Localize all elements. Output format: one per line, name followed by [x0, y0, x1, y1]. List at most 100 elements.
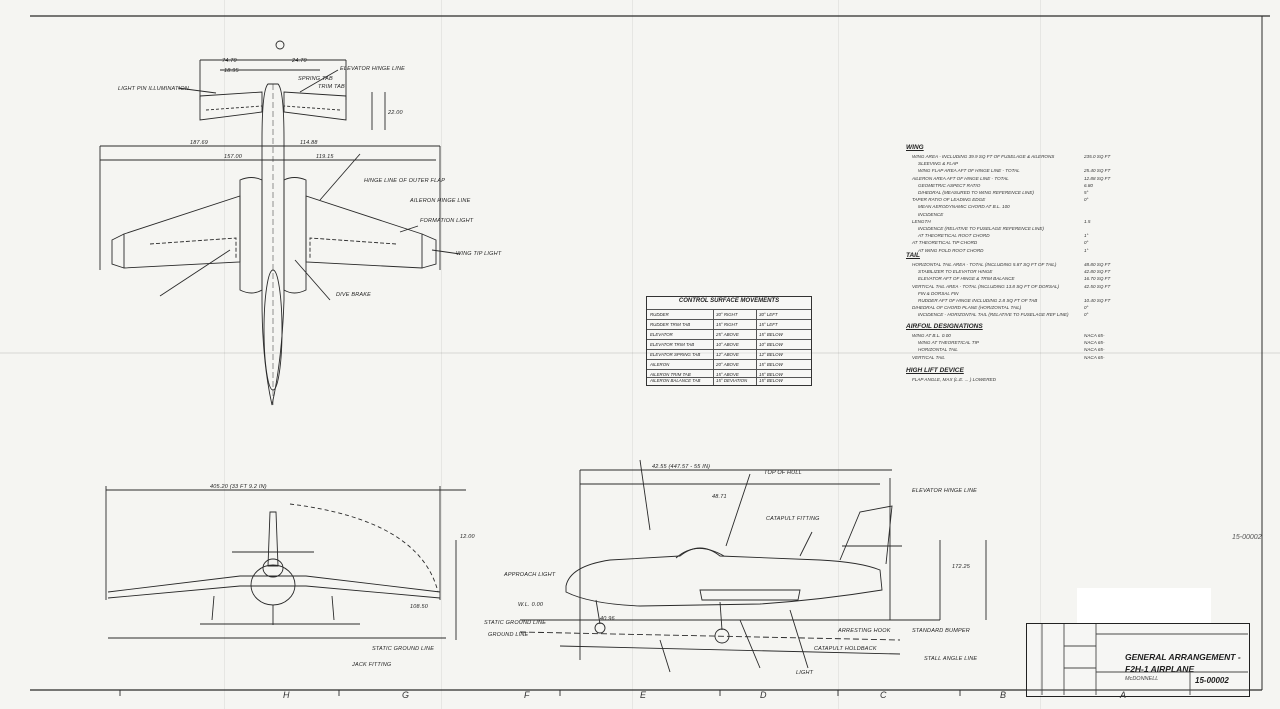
- spec-row-value: 0°: [1084, 240, 1089, 246]
- spec-row-label: AT WING FOLD ROOT CHORD: [918, 247, 984, 253]
- plan-dim: 187.69: [190, 140, 209, 146]
- spec-row-label: ELEVATOR AFT OF HINGE & TRIM BALANCE: [918, 276, 1015, 282]
- spec-row-label: HORIZONTAL TAIL AREA - TOTAL (INCLUDING …: [912, 262, 1057, 267]
- spec-row-label: AT THEORETICAL ROOT CHORD: [918, 233, 990, 239]
- jack-fitting-label: JACK FITTING: [352, 662, 392, 668]
- spec-row-value: 235.0 SQ FT: [1084, 154, 1111, 159]
- zone-letter: E: [640, 690, 647, 700]
- spec-row-label: TAPER RATIO OF LEADING EDGE: [912, 197, 986, 203]
- catapult-fitting-label: CATAPULT FITTING: [766, 516, 820, 522]
- dive-brake-label: DIVE BRAKE: [336, 292, 372, 298]
- plan-dim: 18.95: [224, 68, 239, 74]
- spec-row-value: NACA 65-: [1084, 354, 1105, 360]
- side-light-label: LIGHT: [796, 670, 814, 676]
- spec-row-value: 0°: [1084, 197, 1089, 203]
- side-dim: 40.96: [600, 616, 615, 622]
- plan-dim: 157.00: [224, 154, 243, 160]
- spec-row-label: INCIDENCE - HORIZONTAL TAIL (RELATIVE TO…: [918, 312, 1069, 318]
- spec-row-value: 0°: [1084, 305, 1089, 311]
- spec-row-value: 25.40 SQ FT: [1084, 168, 1111, 174]
- title-line-1: GENERAL ARRANGEMENT -: [1125, 652, 1241, 662]
- edge-drawing-number: 15-00002: [1232, 534, 1262, 541]
- outer-flap-label: HINGE LINE OF OUTER FLAP: [364, 178, 446, 184]
- fold-crease: [224, 0, 225, 709]
- plan-dim: 24.70: [292, 58, 307, 64]
- side-length-dim: 42.55 (447.57 - 55 IN): [652, 464, 711, 470]
- spec-row-label: WING AT B.L. 0.00: [912, 333, 951, 338]
- spec-row-label: DIHEDRAL OF CHORD PLANE (HORIZONTAL TAIL…: [912, 305, 1022, 311]
- approach-light-label: APPROACH LIGHT: [504, 572, 556, 578]
- formation-light-label: FORMATION LIGHT: [420, 218, 474, 224]
- zone-letter: C: [880, 690, 887, 700]
- aileron-hinge-label: AILERON HINGE LINE: [410, 198, 471, 204]
- spring-tab-label: SPRING TAB: [298, 76, 333, 82]
- spec-row-label: VERTICAL TAIL AREA - TOTAL (INCLUDING 13…: [912, 283, 1060, 289]
- side-dim: 48.71: [712, 494, 727, 500]
- spec-row-label: FLAP ANGLE, MAX (L.E. ... ) LOWERED: [912, 377, 996, 382]
- spec-row-value: NACA 65-: [1084, 347, 1105, 353]
- plan-dim: 74.70: [222, 58, 237, 64]
- drawing-number: 15-00002: [1195, 676, 1229, 685]
- top-hull-label: TOP OF HULL: [764, 470, 802, 476]
- blank-patch: [1077, 588, 1211, 624]
- spec-row-value: 5°: [1084, 190, 1089, 195]
- plan-dim: 22.00: [388, 110, 403, 116]
- trim-tab-label: TRIM TAB: [318, 84, 345, 90]
- spec-row-value: 42.80 SQ FT: [1084, 269, 1111, 275]
- spec-row-value: 6.80: [1084, 182, 1093, 188]
- wing-tip-light-label: WING TIP LIGHT: [456, 251, 502, 257]
- fold-crease: [838, 0, 839, 709]
- fold-crease: [441, 0, 442, 709]
- side-view: [519, 459, 987, 673]
- zone-ticks: [119, 690, 961, 696]
- zone-letter: A: [1120, 690, 1127, 700]
- spec-row-label: SLEEVING & FLAP: [918, 161, 959, 167]
- spec-row-label: MEAN AERODYNAMIC CHORD AT B.L. 100: [918, 204, 1010, 210]
- wl-zero-label: W.L. 0.00: [518, 602, 544, 608]
- spec-row-label: INCIDENCE (RELATIVE TO FUSELAGE REFERENC…: [918, 226, 1044, 231]
- spec-row-value: 0°: [1084, 312, 1089, 318]
- spec-row-value: 1°: [1084, 233, 1089, 239]
- spec-row-label: LENGTH: [912, 218, 931, 224]
- spec-row-value: NACA 65-: [1084, 333, 1105, 338]
- light-pin-label: LIGHT PIN ILLUMINATION: [118, 86, 189, 92]
- spec-row-label: AILERON AREA AFT OF HINGE LINE - TOTAL: [912, 175, 1009, 181]
- spec-section-header: TAIL: [906, 252, 920, 259]
- spec-section-header: AIRFOIL DESIGNATIONS: [906, 323, 983, 330]
- company-name: McDONNELL: [1125, 676, 1159, 682]
- fold-crease: [1040, 0, 1041, 709]
- side-elevator-hinge-label: ELEVATOR HINGE LINE: [912, 488, 978, 494]
- stall-line-label: STALL ANGLE LINE: [924, 656, 978, 662]
- spec-row-label: AT THEORETICAL TIP CHORD: [912, 240, 978, 246]
- front-static-ground-label: STATIC GROUND LINE: [372, 646, 435, 652]
- spec-row-label: DIHEDRAL (MEASURED TO WING REFERENCE LIN…: [918, 190, 1034, 195]
- spec-row-label: VERTICAL TAIL: [912, 354, 945, 360]
- plan-dim: 114.88: [300, 140, 318, 146]
- spec-row-label: INCIDENCE: [918, 211, 944, 217]
- plan-view: [99, 40, 461, 406]
- zone-letter: G: [402, 690, 410, 700]
- title-line-2: F2H-1 AIRPLANE: [1125, 664, 1195, 674]
- catapult-holdback-label: CATAPULT HOLDBACK: [814, 646, 877, 652]
- spec-section-header: HIGH LIFT DEVICE: [906, 367, 964, 374]
- spec-row-label: WING AT THEORETICAL TIP: [918, 340, 979, 346]
- control-table-title: CONTROL SURFACE MOVEMENTS: [678, 298, 780, 304]
- spec-row-value: 48.80 SQ FT: [1084, 262, 1111, 267]
- spec-row-label: HORIZONTAL TAIL: [918, 347, 958, 353]
- spec-row-value: 1°: [1084, 247, 1089, 253]
- ground-line-label: GROUND LINE: [488, 632, 529, 638]
- front-dim: 12.00: [460, 534, 475, 540]
- side-dim: 172.25: [952, 564, 971, 570]
- zone-letter: B: [1000, 690, 1007, 700]
- spec-row-value: 16.70 SQ FT: [1084, 276, 1111, 282]
